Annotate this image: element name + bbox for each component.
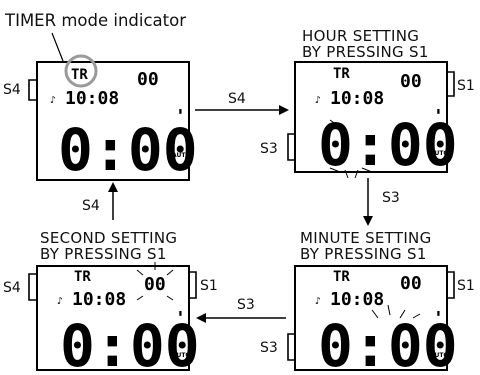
sound-icon: ♪: [57, 296, 63, 307]
sound-icon: ♪: [315, 95, 321, 106]
time-digits: 10:08: [330, 88, 384, 109]
watch-face: [294, 265, 448, 371]
time-digits: 10:08: [72, 289, 126, 310]
indicator-pointer: [51, 32, 64, 62]
watch-timer-mode: S4 TR 00 ♪ 10:08 0:00 ' AUTO: [3, 32, 198, 184]
mode-indicator: TR: [71, 67, 88, 83]
prime-mark: ': [175, 106, 186, 127]
sound-icon: ♪: [50, 95, 56, 106]
second-setting-subtitle: BY PRESSING S1: [40, 245, 167, 263]
watch-hour-setting: S1 S3 TR 00 ♪ 10:08 0:00 ' AUTO: [260, 61, 475, 179]
counter-digits: 00: [137, 69, 159, 90]
watch-second-setting: S4 S1 TR 00 ♪ 10:08 0:00 ' AUTO: [3, 262, 218, 375]
arrow-d-to-a-label: S4: [82, 198, 100, 214]
mode-indicator: TR: [333, 269, 350, 285]
s4-button-shape: [28, 273, 37, 301]
minute-setting-subtitle: BY PRESSING S1: [300, 245, 427, 263]
indicator-circle: [64, 54, 98, 88]
minute-setting-title: MINUTE SETTING: [300, 229, 432, 247]
second-setting-title: SECOND SETTING: [40, 229, 177, 247]
watch-face: [36, 61, 190, 181]
timer-indicator-label: TIMER mode indicator: [4, 11, 186, 30]
hour-flash-rays: [329, 119, 373, 179]
prime-mark: ': [433, 106, 444, 127]
arrow-d-to-a: S4: [82, 182, 118, 220]
watch-face: [294, 61, 448, 173]
s3-button-shape: [287, 333, 295, 361]
mode-indicator: TR: [74, 269, 91, 285]
arrow-a-to-b: S4: [195, 91, 289, 115]
auto-label: AUTO: [172, 352, 191, 359]
s1-button-label: S1: [200, 278, 218, 294]
arrow-b-to-c-label: S3: [382, 190, 400, 206]
watch-minute-setting: S1 S3 TR 00 ♪ 10:08 0:00 ' AUTO: [260, 265, 475, 375]
second-flash-rays: [136, 262, 174, 301]
timer-digits: 0:00: [58, 116, 198, 184]
arrow-c-to-d-label: S3: [237, 297, 255, 313]
s4-button-label: S4: [3, 82, 21, 98]
timer-digits: 0:00: [60, 312, 200, 375]
timer-digits: 0:00: [318, 312, 458, 375]
timer-digits: 0:00: [318, 111, 458, 179]
s1-button-shape: [447, 271, 455, 299]
arrow-b-to-c: S3: [363, 178, 400, 226]
mode-indicator: TR: [333, 66, 350, 82]
s1-button-label: S1: [457, 278, 475, 294]
prime-mark: ': [175, 308, 186, 329]
counter-digits: 00: [400, 273, 422, 294]
auto-label: AUTO: [430, 352, 449, 359]
s3-button-label: S3: [260, 340, 278, 356]
s3-button-label: S3: [260, 141, 278, 157]
time-digits: 10:08: [330, 289, 384, 310]
watch-face: [36, 265, 190, 371]
time-digits: 10:08: [65, 88, 119, 109]
s1-button-label: S1: [457, 78, 475, 94]
s3-button-shape: [287, 133, 295, 161]
auto-label: AUTO: [430, 150, 449, 157]
prime-mark: ': [433, 308, 444, 329]
s4-button-label: S4: [3, 280, 21, 296]
counter-digits: 00: [400, 71, 422, 92]
auto-label: AUTO: [172, 152, 191, 159]
sound-icon: ♪: [315, 296, 321, 307]
counter-digits: 00: [144, 274, 166, 295]
s1-button-shape: [447, 71, 455, 97]
arrow-c-to-d: S3: [196, 297, 286, 323]
s4-button-shape: [28, 79, 37, 101]
minute-flash-rays: [371, 304, 421, 319]
arrow-a-to-b-label: S4: [228, 91, 246, 107]
hour-setting-subtitle: BY PRESSING S1: [302, 43, 429, 61]
s1-button-shape: [189, 271, 197, 299]
hour-setting-title: HOUR SETTING: [302, 27, 419, 45]
